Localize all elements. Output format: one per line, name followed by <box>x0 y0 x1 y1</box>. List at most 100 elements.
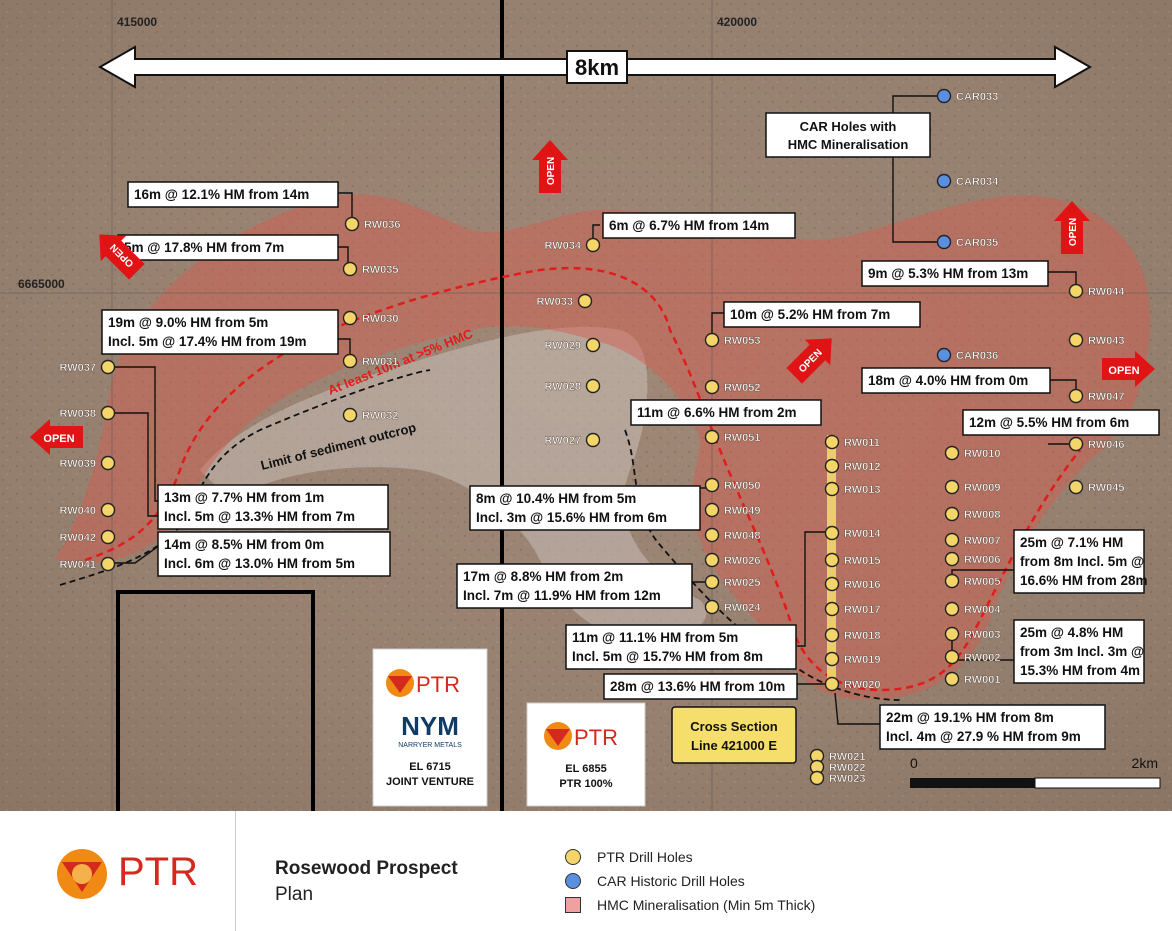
hole-label-rw021: RW021 <box>829 751 865 763</box>
figure-subtitle: Plan <box>275 884 314 905</box>
tenement-label-right: PTR EL 6855 PTR 100% <box>526 702 646 807</box>
footer-logo: PTR <box>52 844 222 904</box>
drill-hole-marker-rw040 <box>100 502 116 518</box>
legend-label-car: CAR Historic Drill Holes <box>597 873 745 889</box>
sediment-outcrop-limit <box>59 369 431 586</box>
intercept-text: 9m @ 5.3% HM from 13m <box>868 266 1028 281</box>
intercept-text: Incl. 6m @ 13.0% HM from 5m <box>164 556 355 571</box>
hole-label-rw053: RW053 <box>724 335 760 347</box>
drill-hole-marker-rw018 <box>824 627 840 643</box>
hole-label-rw043: RW043 <box>1088 335 1124 347</box>
hole-label-rw038: RW038 <box>60 408 96 420</box>
intercept-text: 15.3% HM from 4m <box>1020 663 1140 678</box>
hole-label-rw016: RW016 <box>844 579 880 591</box>
intercept-text: Incl. 5m @ 15.7% HM from 8m <box>572 649 763 664</box>
hole-label-rw037: RW037 <box>60 362 96 374</box>
drill-hole-marker-rw047 <box>1068 388 1084 404</box>
intercept-box <box>157 531 391 577</box>
drill-hole-marker-rw041 <box>100 556 116 572</box>
drill-hole-marker-rw005 <box>944 573 960 589</box>
drill-hole-marker-rw001 <box>944 671 960 687</box>
hole-label-rw017: RW017 <box>844 604 880 616</box>
hole-label-rw022: RW022 <box>829 762 865 774</box>
cross-section-label: Cross Section Line 421000 E <box>671 706 797 764</box>
legend-item-ptr: PTR Drill Holes <box>565 845 815 869</box>
drill-hole-marker-rw007 <box>944 532 960 548</box>
car-callout-line-2: HMC Mineralisation <box>788 137 909 152</box>
tenement-left-line-1: EL 6715 <box>409 761 450 773</box>
car-hole-marker-car033 <box>936 88 952 104</box>
open-label: OPEN <box>546 157 557 185</box>
drill-hole-marker-rw043 <box>1068 332 1084 348</box>
nym-logo-sub: NARRYER METALS <box>398 742 462 749</box>
hole-label-car035: CAR035 <box>956 237 998 249</box>
hole-label-rw046: RW046 <box>1088 439 1124 451</box>
hole-label-rw039: RW039 <box>60 458 96 470</box>
open-label: OPEN <box>1108 365 1139 377</box>
drill-hole-marker-rw038 <box>100 405 116 421</box>
hole-label-rw048: RW048 <box>724 530 760 542</box>
open-arrow-north-east: OPEN <box>1054 201 1090 254</box>
open-arrow-east: OPEN <box>1102 351 1155 387</box>
nym-logo-text: NYM <box>401 711 459 741</box>
hole-label-car033: CAR033 <box>956 91 998 103</box>
drill-hole-marker-rw044 <box>1068 283 1084 299</box>
intercept-box <box>630 399 822 426</box>
pale-zone <box>200 326 707 640</box>
drill-hole-marker-rw051 <box>704 429 720 445</box>
hole-label-rw028: RW028 <box>545 381 581 393</box>
hole-label-rw024: RW024 <box>724 602 761 614</box>
hole-label-rw012: RW012 <box>844 461 880 473</box>
drill-hole-marker-rw053 <box>704 332 720 348</box>
hole-label-rw023: RW023 <box>829 773 865 785</box>
drill-hole-marker-rw010 <box>944 445 960 461</box>
tenement-boundary-box <box>116 590 315 811</box>
open-label: OPEN <box>1068 218 1079 246</box>
drill-hole-marker-rw015 <box>824 552 840 568</box>
intercept-box <box>469 485 701 531</box>
hole-label-rw026: RW026 <box>724 555 760 567</box>
car-hole-marker-car035 <box>936 234 952 250</box>
hole-label-rw040: RW040 <box>60 505 96 517</box>
intercept-text: Incl. 3m @ 15.6% HM from 6m <box>476 510 667 525</box>
intercept-box <box>861 367 1051 394</box>
drill-hole-marker-rw011 <box>824 434 840 450</box>
intercept-box <box>456 563 693 609</box>
hole-label-rw036: RW036 <box>364 219 400 231</box>
intercept-text: 28m @ 13.6% HM from 10m <box>610 679 785 694</box>
hole-label-rw044: RW044 <box>1088 286 1125 298</box>
hole-label-car036: CAR036 <box>956 350 998 362</box>
scale-bar: 0 2km <box>910 755 1161 789</box>
intercept-text: Incl. 4m @ 27.9 % HM from 9m <box>886 729 1081 744</box>
figure-title: Rosewood Prospect <box>275 858 458 879</box>
hmc-5pct-boundary <box>84 266 1081 692</box>
intercept-box <box>723 301 921 328</box>
drill-hole-marker-rw026 <box>704 552 720 568</box>
intercept-text: 25m @ 4.8% HM <box>1020 625 1123 640</box>
intercept-box <box>1013 529 1145 594</box>
intercept-text: 18m @ 4.0% HM from 0m <box>868 373 1028 388</box>
intercept-box <box>861 260 1049 287</box>
hole-label-rw041: RW041 <box>60 559 96 571</box>
drill-hole-marker-rw037 <box>100 359 116 375</box>
intercept-text: 16m @ 12.1% HM from 14m <box>134 187 309 202</box>
drill-hole-marker-rw014 <box>824 525 840 541</box>
intercept-text: 13m @ 7.7% HM from 1m <box>164 490 324 505</box>
drill-hole-marker-rw029 <box>585 337 601 353</box>
drill-hole-marker-rw045 <box>1068 479 1084 495</box>
hole-label-rw001: RW001 <box>964 674 1000 686</box>
drill-hole-marker-rw020 <box>824 676 840 692</box>
intercept-text: 22m @ 19.1% HM from 8m <box>886 710 1054 725</box>
drill-holes: RW036RW035RW030RW031RW032RW037RW038RW039… <box>59 88 1126 786</box>
hole-label-rw025: RW025 <box>724 577 760 589</box>
drill-hole-marker-rw052 <box>704 379 720 395</box>
scale-bar-start: 0 <box>910 755 918 771</box>
hole-label-rw031: RW031 <box>362 356 398 368</box>
grid-label-6665000: 6665000 <box>18 277 65 291</box>
intercept-box <box>603 673 798 700</box>
legend-item-car: CAR Historic Drill Holes <box>565 869 815 893</box>
legend-swatch-ptr <box>565 849 581 865</box>
open-label: OPEN <box>43 433 74 445</box>
hole-label-rw008: RW008 <box>964 509 1000 521</box>
